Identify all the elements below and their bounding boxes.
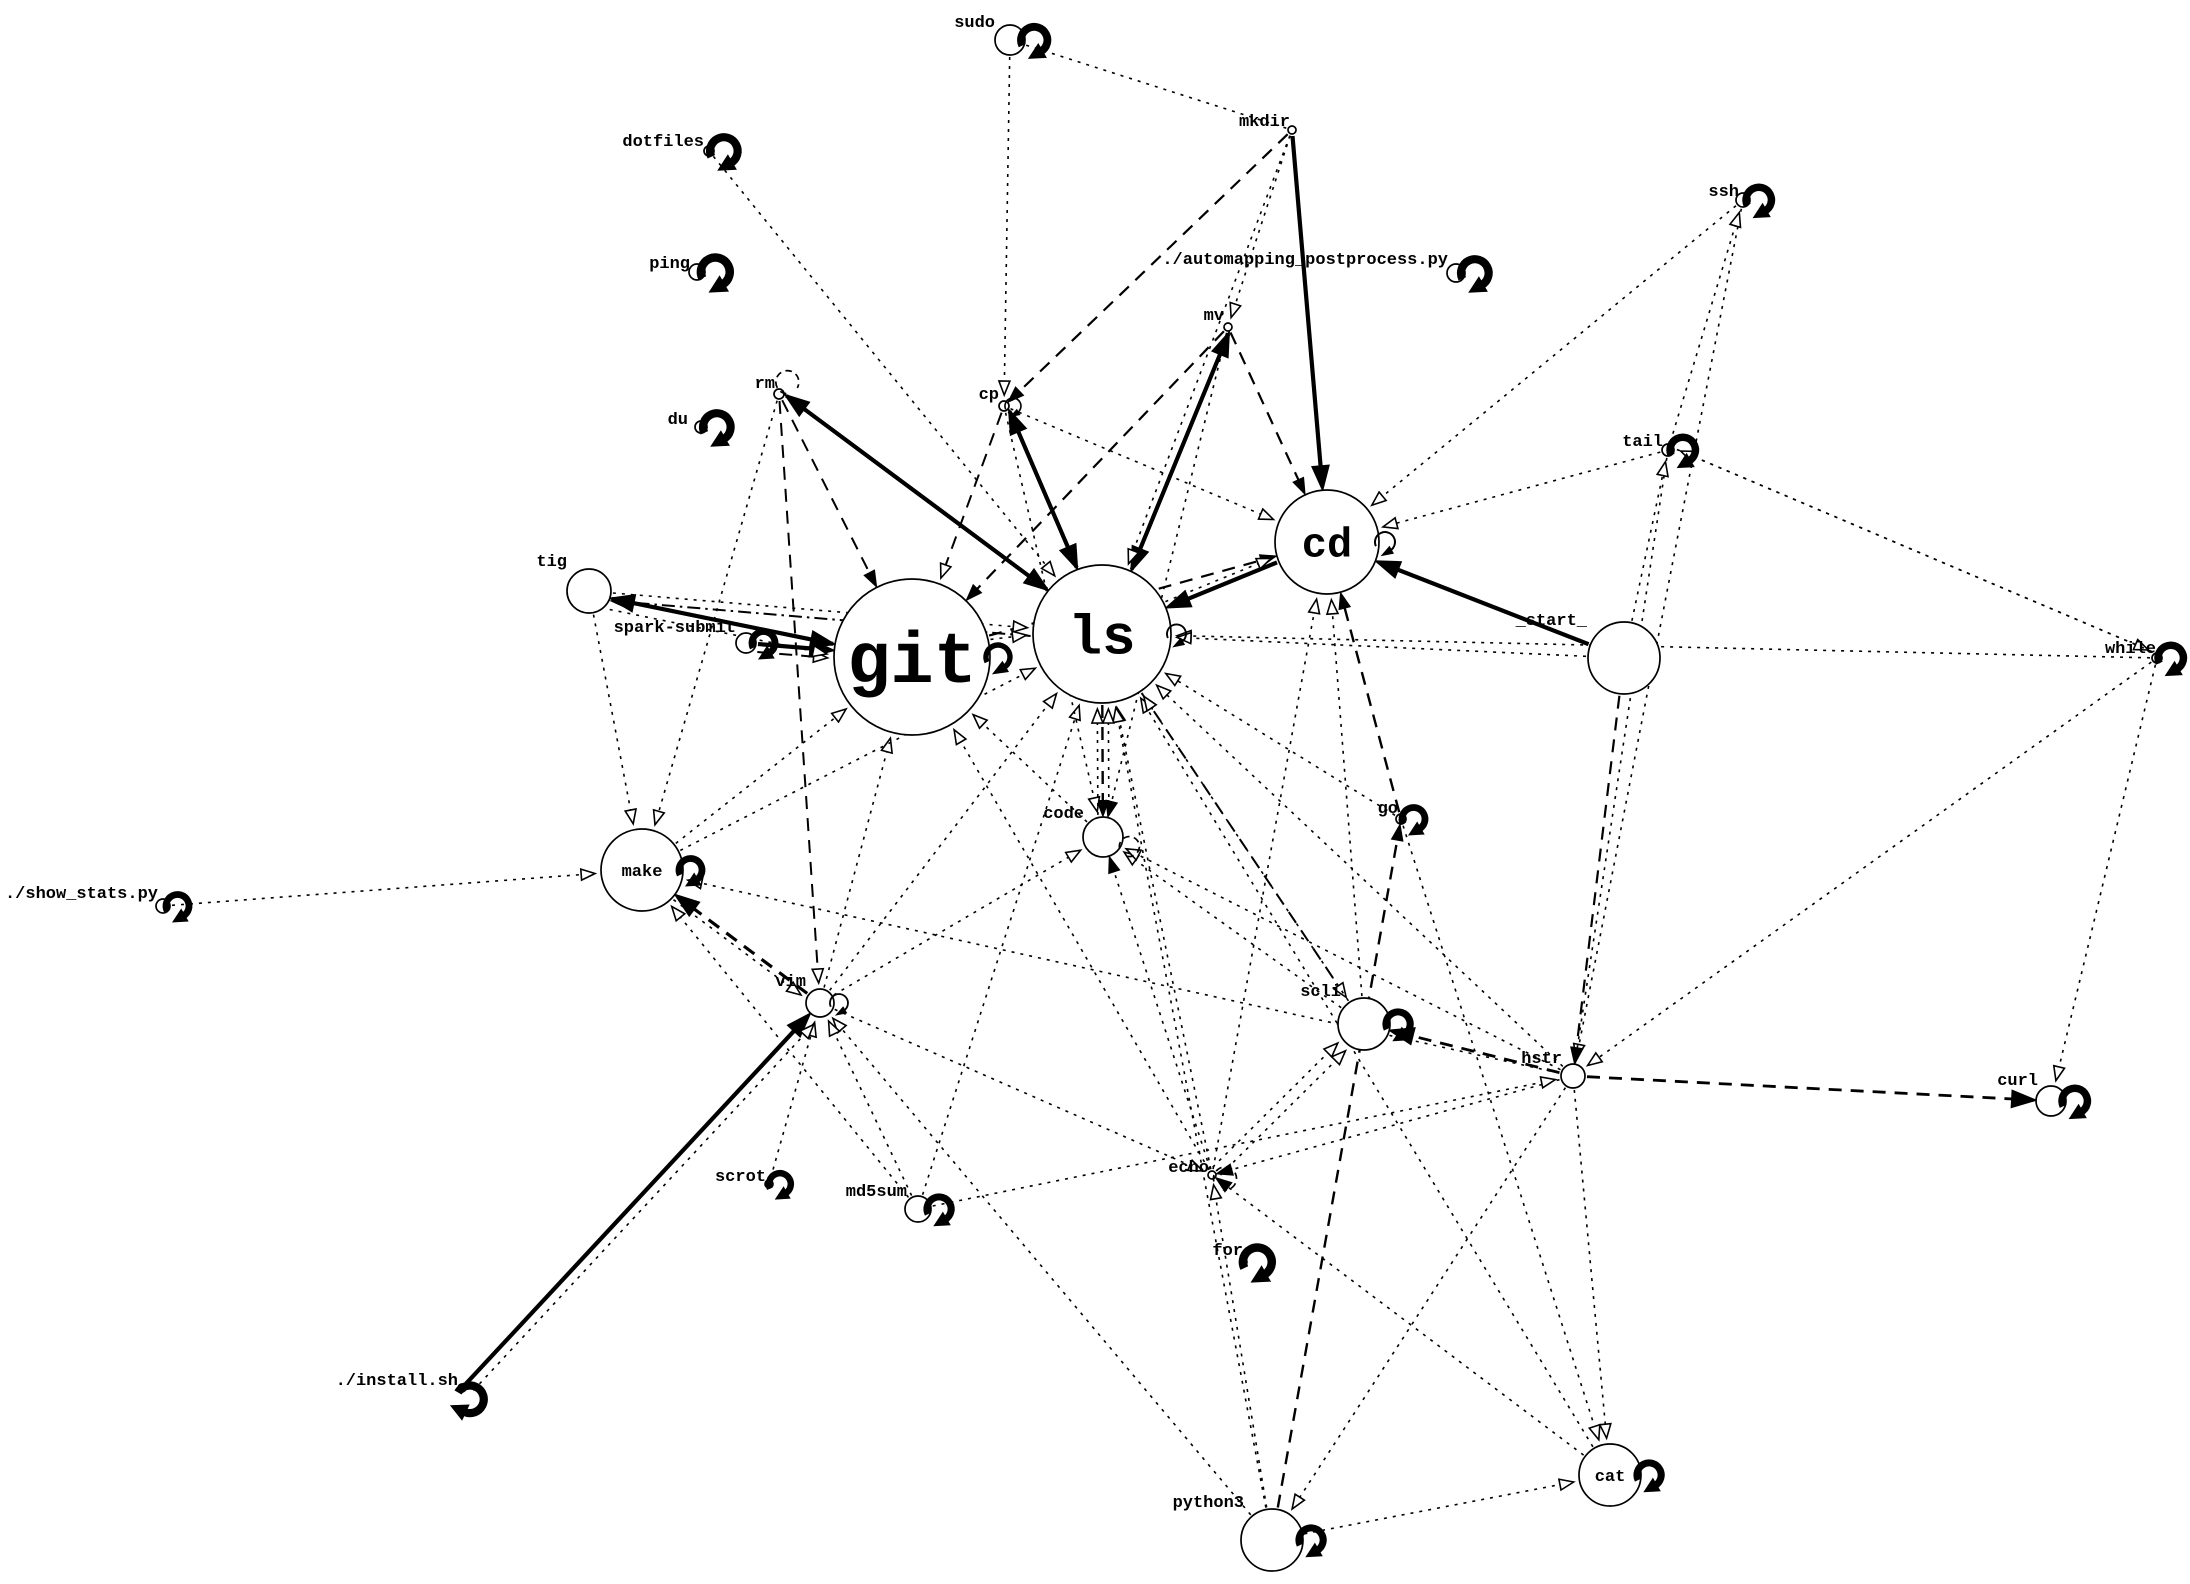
svg-text:cat: cat [1595, 1468, 1626, 1487]
svg-text:ping: ping [649, 255, 690, 274]
svg-text:md5sum: md5sum [846, 1183, 907, 1202]
svg-text:for: for [1212, 1242, 1243, 1261]
svg-text:spark-submit: spark-submit [614, 619, 736, 638]
svg-text:tig: tig [536, 553, 567, 572]
svg-text:mkdir: mkdir [1239, 113, 1290, 132]
svg-text:python3: python3 [1173, 1494, 1244, 1513]
svg-text:echo: echo [1168, 1159, 1209, 1178]
svg-text:./show_stats.py: ./show_stats.py [5, 885, 158, 904]
svg-text:du: du [668, 411, 688, 430]
svg-text:mv: mv [1204, 307, 1224, 326]
svg-text:cp: cp [979, 386, 999, 405]
svg-text:./automapping_postprocess.py: ./automapping_postprocess.py [1162, 251, 1448, 270]
svg-text:make: make [622, 863, 663, 882]
svg-text:scli: scli [1300, 983, 1341, 1002]
svg-text:curl: curl [1997, 1072, 2038, 1091]
svg-text:ssh: ssh [1708, 183, 1739, 202]
svg-text:./install.sh: ./install.sh [336, 1372, 458, 1391]
svg-text:hstr: hstr [1521, 1050, 1562, 1069]
svg-text:go: go [1378, 800, 1398, 819]
svg-text:rm: rm [755, 375, 775, 394]
svg-text:code: code [1043, 805, 1084, 824]
svg-text:git: git [847, 622, 977, 704]
svg-text:sudo: sudo [954, 14, 995, 33]
svg-text:while: while [2105, 640, 2156, 659]
svg-text:_start_: _start_ [1515, 612, 1588, 631]
svg-text:scrot: scrot [715, 1168, 766, 1187]
svg-text:dotfiles: dotfiles [622, 133, 704, 152]
svg-text:ls: ls [1068, 607, 1135, 671]
svg-text:cd: cd [1302, 522, 1352, 570]
svg-text:vim: vim [775, 973, 806, 992]
svg-text:tail: tail [1622, 433, 1663, 452]
